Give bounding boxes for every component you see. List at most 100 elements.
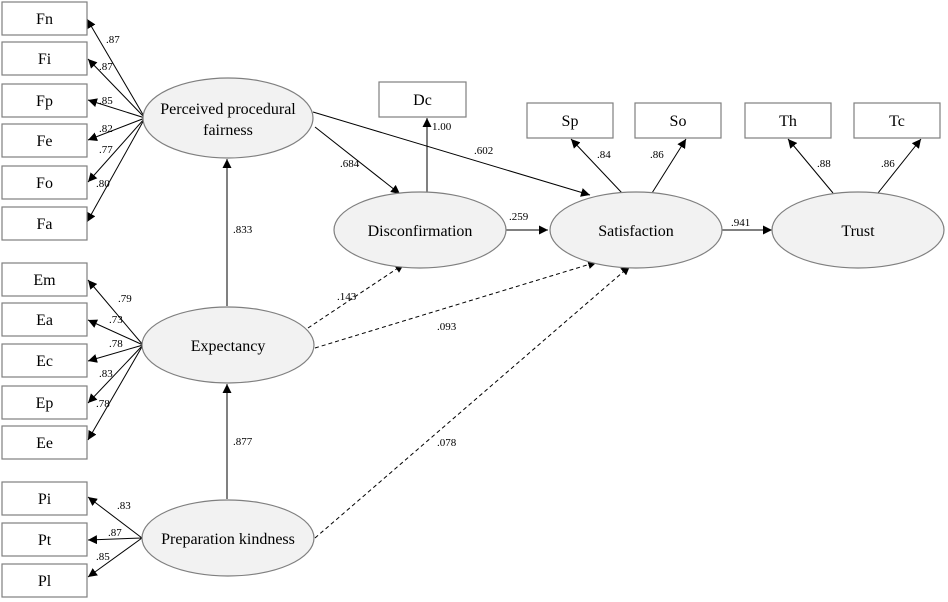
latent-satisfaction: Satisfaction [549, 191, 723, 269]
latent-label: Preparation kindness [161, 531, 295, 548]
path-prep-pi [87, 496, 143, 539]
loading-so: .86 [650, 149, 664, 161]
path-sat-so [651, 138, 687, 194]
indicator-sp: Sp [526, 102, 614, 139]
indicator-label: Em [33, 272, 56, 289]
indicator-so: So [634, 102, 722, 139]
path-exp-ee [87, 344, 144, 441]
indicator-fo: Fo [1, 165, 88, 200]
indicator-tc: Tc [853, 102, 941, 139]
indicator-dc: Dc [378, 81, 467, 118]
indicator-label: Dc [413, 92, 432, 109]
loading-fa: .80 [96, 178, 110, 190]
path-exp-em [87, 279, 144, 346]
indicator-label: Pl [38, 573, 52, 590]
path-preparation-satisfaction [314, 265, 631, 539]
loading-sp: .84 [597, 149, 611, 161]
indicator-label: Sp [562, 113, 579, 130]
indicator-label: Ee [36, 435, 53, 452]
indicator-label: Pi [38, 491, 52, 508]
loading-pi: .83 [117, 500, 131, 512]
loading-ec: .78 [109, 338, 123, 350]
indicator-label: Fe [37, 133, 53, 150]
indicator-label: So [670, 113, 687, 130]
indicator-em: Em [1, 262, 88, 297]
path-ppf-satisfaction [312, 111, 591, 197]
path-exp-ec [87, 344, 144, 363]
indicator-label: Fn [36, 11, 53, 28]
path-ppf-fp [87, 98, 146, 119]
path-trust-tc [877, 138, 922, 194]
structural-paths [222, 111, 772, 539]
latent-label-line1: Perceived procedural [160, 101, 296, 118]
indicator-label: Tc [889, 113, 905, 130]
indicator-ec: Ec [1, 343, 88, 378]
latent-label-line2: fairness [203, 122, 253, 139]
latent-preparation-kindness: Preparation kindness [141, 499, 315, 577]
path-expectancy-satisfaction [314, 260, 598, 349]
path-ppf-fe [87, 117, 146, 141]
path-exp-ep [87, 344, 144, 404]
indicator-label: Fp [36, 93, 53, 110]
coef-ppf-disconfirmation: .684 [340, 158, 360, 170]
coef-satisfaction-trust: .941 [731, 217, 750, 229]
latent-label: Trust [841, 223, 875, 240]
indicator-ee: Ee [1, 425, 88, 460]
loading-fn: .87 [106, 34, 120, 46]
indicator-th: Th [744, 102, 832, 139]
latent-expectancy: Expectancy [141, 306, 315, 384]
indicator-label: Fi [38, 51, 52, 68]
path-exp-ea [87, 319, 144, 346]
loading-pt: .87 [108, 527, 122, 539]
loading-fi: .87 [99, 61, 113, 73]
measurement-paths [86, 18, 922, 578]
loading-fp: .85 [99, 95, 113, 107]
path-prep-pl [87, 537, 143, 578]
loading-tc: .86 [881, 158, 895, 170]
path-ppf-fn [86, 18, 146, 119]
indicator-label: Ea [36, 312, 53, 329]
path-expectancy-disconfirmation [307, 263, 405, 329]
path-ppf-fi [87, 58, 146, 119]
loading-dc: 1.00 [432, 121, 452, 133]
loading-ep: .83 [99, 368, 113, 380]
indicator-label: Ec [36, 353, 53, 370]
loading-em: .79 [118, 293, 132, 305]
latent-perceived-procedural-fairness: Perceived procedural fairness [142, 77, 314, 159]
coef-ppf-satisfaction: .602 [474, 145, 493, 157]
loading-ea: .73 [109, 314, 123, 326]
coef-preparation-expectancy: .877 [233, 436, 253, 448]
indicator-label: Pt [38, 532, 52, 549]
indicator-fi: Fi [1, 41, 88, 76]
indicator-pi: Pi [1, 481, 88, 516]
indicator-ea: Ea [1, 302, 88, 337]
coef-disconfirmation-satisfaction: .259 [509, 211, 529, 223]
path-ppf-disconfirmation [314, 126, 401, 195]
loading-ee: .78 [96, 398, 110, 410]
loading-fo: .77 [99, 144, 113, 156]
latent-label: Satisfaction [598, 223, 674, 240]
path-trust-th [787, 138, 834, 194]
path-ppf-fa [86, 117, 146, 223]
coef-expectancy-ppf: .833 [233, 224, 253, 236]
latent-label: Expectancy [191, 338, 266, 355]
latent-label: Disconfirmation [368, 223, 473, 240]
indicator-ep: Ep [1, 385, 88, 420]
indicator-label: Fa [37, 216, 53, 233]
coef-expectancy-disconfirmation: .143 [337, 291, 357, 303]
indicator-fp: Fp [1, 83, 88, 118]
indicator-fe: Fe [1, 123, 88, 158]
path-prep-pt [87, 535, 143, 545]
loading-labels: .87 .87 .85 .82 .77 .80 .79 .73 .78 .83 … [96, 34, 895, 563]
coef-expectancy-satisfaction: .093 [437, 321, 457, 333]
loading-th: .88 [817, 158, 831, 170]
path-ppf-fo [87, 117, 146, 183]
indicator-pt: Pt [1, 522, 88, 557]
indicator-fa: Fa [1, 206, 88, 241]
latent-trust: Trust [771, 191, 945, 269]
loading-fe: .82 [99, 123, 113, 135]
path-coefficient-labels: .684 .602 .833 .143 .093 .877 .078 .259 … [233, 145, 750, 449]
indicator-label: Th [779, 113, 797, 130]
